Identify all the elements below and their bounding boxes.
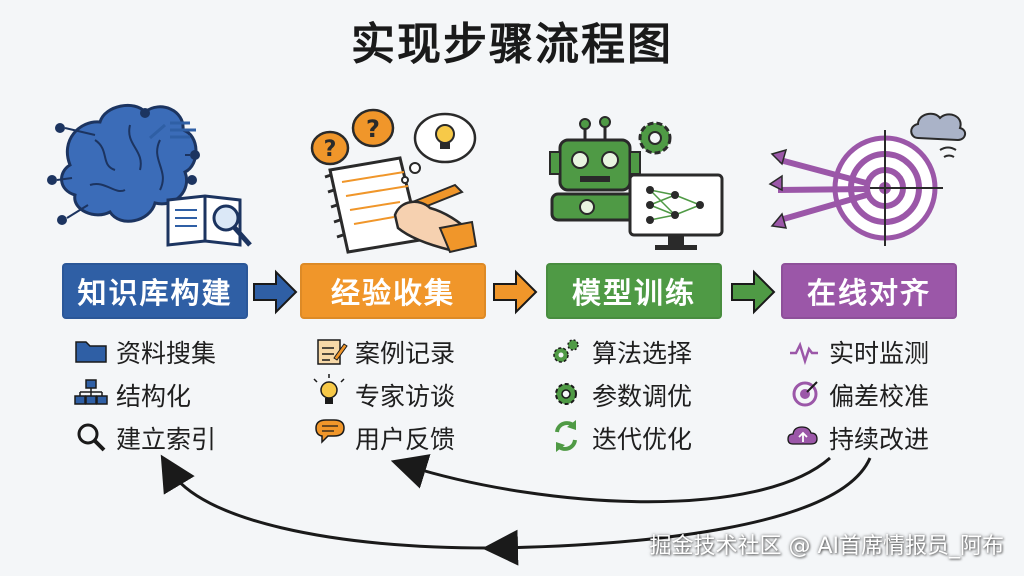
list-item: 迭代优化 (592, 425, 693, 454)
gears-icon (553, 339, 579, 363)
connector-arrow-2 (493, 269, 538, 315)
stage-label-experience-collection: 经验收集 (300, 263, 486, 319)
list-item: 偏差校准 (829, 382, 930, 411)
brain-illustration (47, 103, 200, 225)
chat-bubble-icon (315, 419, 345, 444)
feedback-loop-arrow-outer (482, 457, 872, 566)
gear-illustration (638, 121, 672, 155)
incoming-arrows-illustration (768, 148, 871, 229)
book-illustration (166, 194, 252, 247)
connector-arrow-1 (253, 269, 298, 315)
list-item: 结构化 (116, 382, 192, 411)
magnifier-icon (77, 423, 106, 452)
list-item: 建立索引 (116, 425, 217, 454)
list-item: 持续改进 (829, 425, 930, 454)
list-item: 算法选择 (592, 339, 693, 368)
gear-icon (555, 383, 577, 405)
feedback-loop-arrow-middle (390, 454, 831, 504)
neural-network-monitor-illustration (628, 173, 724, 250)
list-item: 资料搜集 (116, 339, 217, 368)
cloud-upload-icon (787, 426, 818, 445)
question-bubbles-illustration: ? ? (310, 108, 477, 184)
feedback-loop-arrow-inner (160, 454, 491, 550)
target-illustration (827, 130, 943, 246)
stage-label-knowledge-base: 知识库构建 (62, 263, 248, 319)
hand-with-pen-illustration (393, 183, 478, 254)
svg-text:?: ? (324, 137, 337, 162)
watermark: 掘金技术社区 @ AI首席情报员_阿布 (649, 534, 1004, 559)
list-item: 实时监测 (829, 339, 930, 368)
stage-label-model-training: 模型训练 (546, 263, 722, 319)
svg-text:?: ? (366, 115, 380, 143)
list-item: 案例记录 (355, 339, 456, 368)
list-item: 参数调优 (592, 382, 693, 411)
diagram-title: 实现步骤流程图 (351, 19, 673, 70)
target-icon (792, 381, 818, 407)
list-item: 用户反馈 (355, 425, 456, 454)
cloud-illustration (910, 112, 966, 158)
folder-icon (75, 341, 107, 363)
refresh-icon (555, 420, 577, 452)
notepad-icon (317, 339, 348, 365)
pulse-icon (790, 341, 818, 366)
robot-illustration (549, 116, 641, 222)
stage-label-online-alignment: 在线对齐 (781, 263, 957, 319)
list-item: 专家访谈 (355, 382, 456, 411)
lightbulb-icon (313, 374, 345, 404)
connector-arrow-3 (731, 269, 776, 315)
hierarchy-icon (74, 379, 108, 405)
